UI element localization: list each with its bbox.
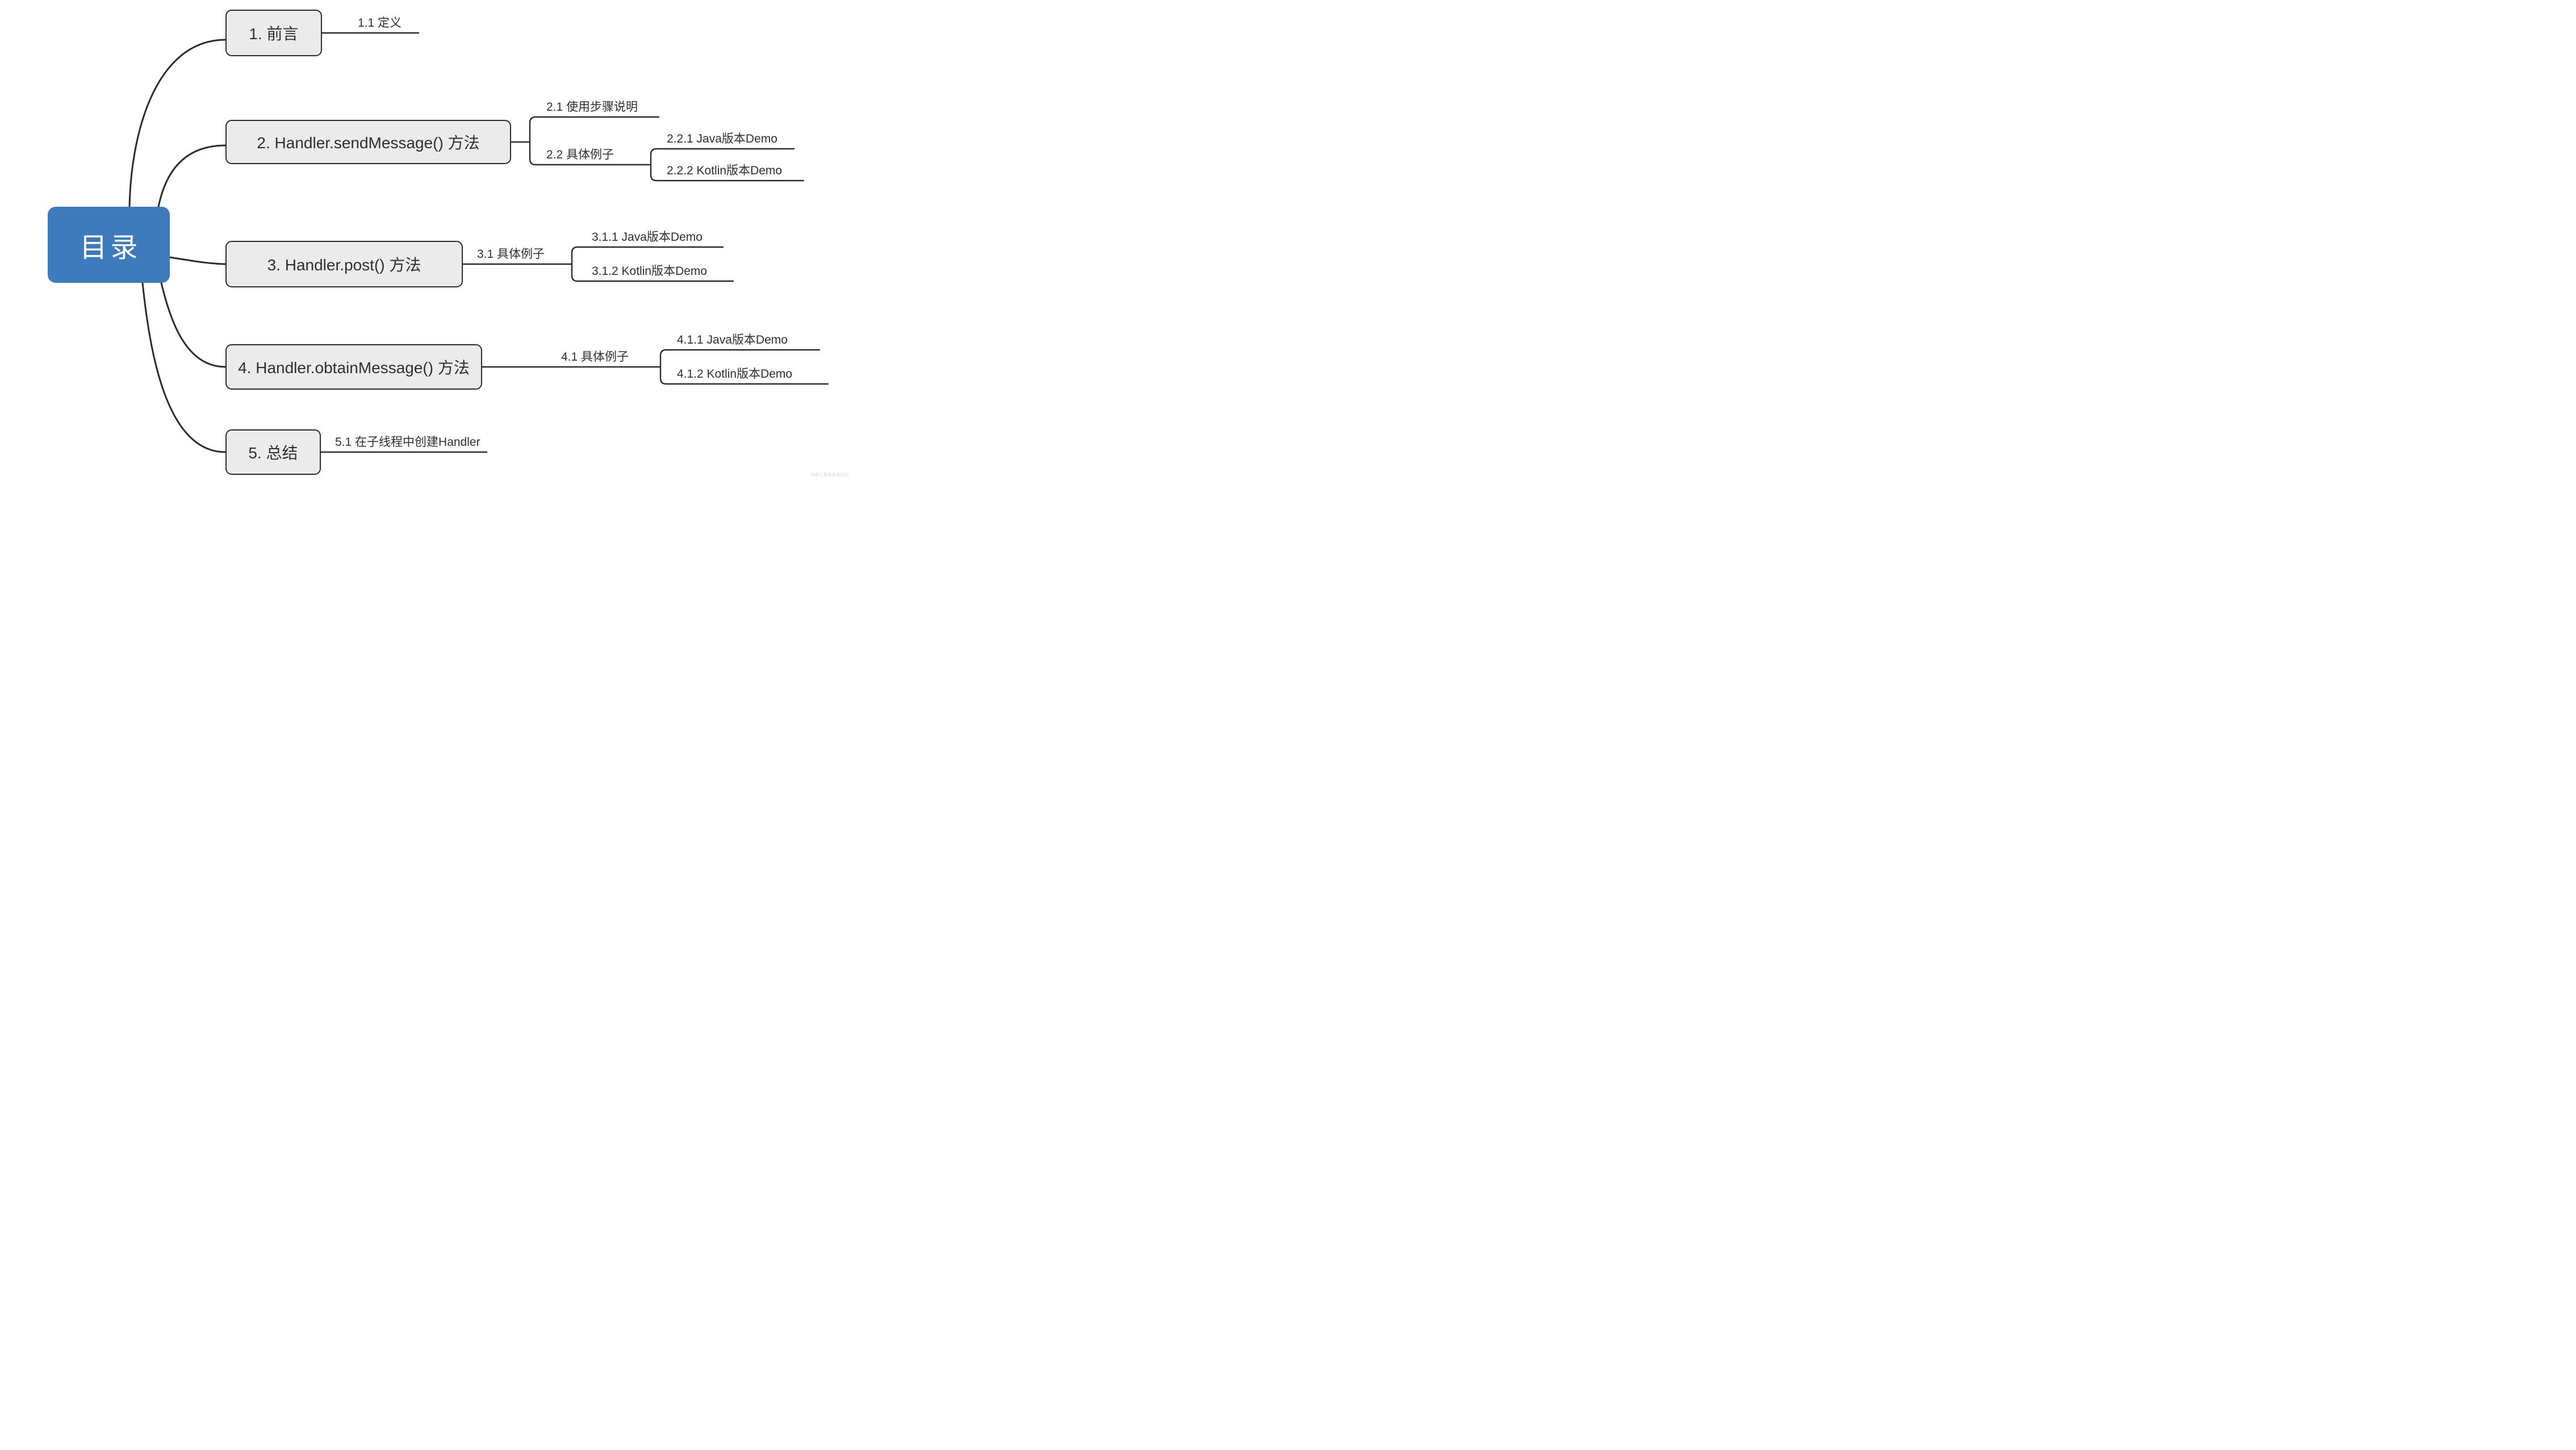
curve-root-to-branch-5	[141, 282, 227, 453]
branch-node-4[interactable]: 4. Handler.obtainMessage() 方法	[225, 344, 482, 390]
leaf-label-4-1[interactable]: 4.1 具体例子	[561, 350, 629, 363]
leaf-label-2-2-2[interactable]: 2.2.2 Kotlin版本Demo	[667, 164, 783, 177]
leaf-label-4-1-2[interactable]: 4.1.2 Kotlin版本Demo	[677, 367, 793, 381]
leaf-label-2-2-1[interactable]: 2.2.1 Java版本Demo	[667, 132, 777, 145]
leaf-label-1-1[interactable]: 1.1 定义	[358, 16, 402, 30]
mindmap-canvas: 目录 1. 前言 2. Handler.sendMessage() 方法 3. …	[0, 0, 859, 483]
branch-node-1[interactable]: 1. 前言	[225, 10, 322, 56]
leaf-label-4-1-1[interactable]: 4.1.1 Java版本Demo	[677, 333, 788, 346]
bracket-branch4-grandchildren	[659, 349, 829, 385]
branch-node-2[interactable]: 2. Handler.sendMessage() 方法	[225, 120, 511, 164]
curve-root-to-branch-1	[128, 39, 227, 208]
leaf-label-2-2[interactable]: 2.2 具体例子	[546, 148, 614, 161]
leaf-label-3-1[interactable]: 3.1 具体例子	[477, 248, 545, 261]
leaf-label-2-1[interactable]: 2.1 使用步骤说明	[546, 101, 638, 114]
branch-node-3[interactable]: 3. Handler.post() 方法	[225, 241, 463, 287]
bracket-branch2-grandchildren	[650, 148, 805, 182]
branch-node-5[interactable]: 5. 总结	[225, 429, 321, 475]
curve-root-to-branch-4	[160, 282, 227, 368]
bracket-branch3-grandchildren	[571, 246, 734, 282]
curve-root-to-branch-3	[169, 256, 227, 265]
root-node[interactable]: 目录	[48, 207, 170, 283]
leaf-label-3-1-1[interactable]: 3.1.1 Java版本Demo	[592, 231, 702, 244]
leaf-label-3-1-2[interactable]: 3.1.2 Kotlin版本Demo	[592, 265, 708, 278]
connector-lines	[128, 32, 829, 453]
curve-root-to-branch-2	[157, 144, 227, 208]
watermark: @稀土掘金技术社区	[810, 473, 849, 477]
bracket-branch2-children	[529, 116, 660, 166]
leaf-label-5-1[interactable]: 5.1 在子线程中创建Handler	[335, 436, 480, 449]
